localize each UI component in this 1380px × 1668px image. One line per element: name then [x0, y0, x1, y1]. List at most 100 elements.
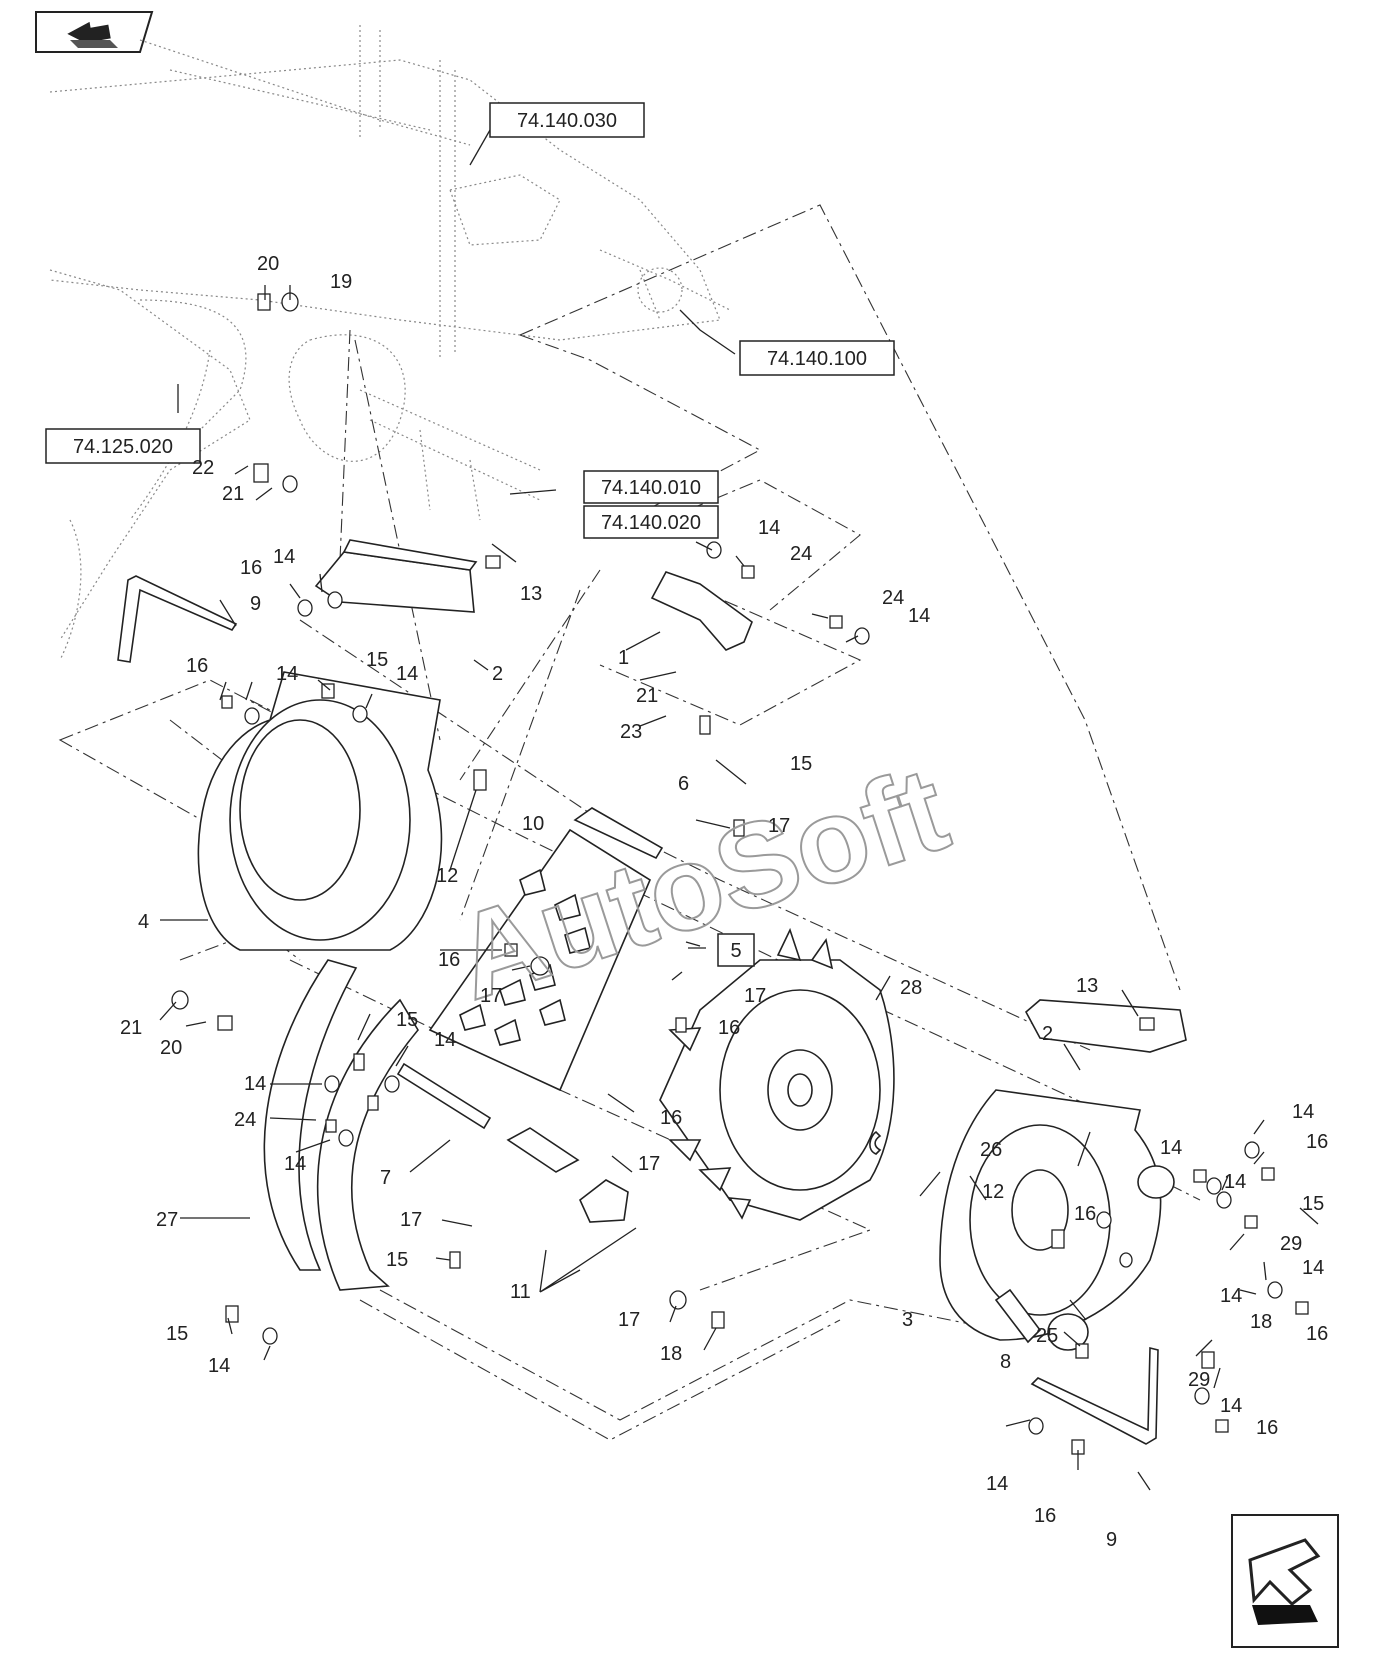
callout: 20 — [160, 1037, 182, 1059]
callout: 14 — [1292, 1101, 1314, 1123]
callout: 17 — [480, 985, 502, 1007]
next-page-arrow-icon[interactable] — [1231, 1514, 1339, 1648]
callout: 2 — [1042, 1023, 1053, 1045]
callout: 4 — [138, 911, 149, 933]
bracket-2-right — [1024, 999, 1187, 1053]
callout: 24 — [882, 587, 904, 609]
prev-page-arrow-icon[interactable] — [35, 11, 154, 53]
guard-1 — [650, 571, 753, 651]
callout: 14 — [758, 517, 780, 539]
callout: 16 — [1256, 1417, 1278, 1439]
callout: 14 — [244, 1073, 266, 1095]
lynch-pin-9-lower — [1030, 1346, 1159, 1445]
reference-box-74-140-100[interactable]: 74.140.100 — [739, 340, 895, 376]
callout: 16 — [240, 557, 262, 579]
callout: 14 — [986, 1473, 1008, 1495]
reference-label: 74.125.020 — [73, 436, 173, 458]
callout: 14 — [208, 1355, 230, 1377]
cover-27-inner — [316, 998, 419, 1291]
callout: 14 — [1224, 1171, 1246, 1193]
callout: 20 — [257, 253, 279, 275]
callout: 17 — [768, 815, 790, 837]
callout: 3 — [902, 1309, 913, 1331]
reference-box-74-140-010[interactable]: 74.140.010 — [583, 470, 719, 504]
reference-label: 74.140.100 — [767, 348, 867, 370]
callout: 16 — [1034, 1505, 1056, 1527]
leader-lines — [159, 129, 1319, 1491]
callout: 14 — [434, 1029, 456, 1051]
callout-numbers: 20 19 22 21 14 16 13 9 2 16 14 15 14 14 … — [120, 253, 1328, 1551]
callout: 17 — [744, 985, 766, 1007]
callout: 21 — [636, 685, 658, 707]
cover-27 — [263, 959, 358, 1271]
callout: 17 — [638, 1153, 660, 1175]
callout: 22 — [192, 457, 214, 479]
callout: 23 — [620, 721, 642, 743]
circlip-26 — [869, 1130, 882, 1155]
reference-label: 74.140.020 — [601, 512, 701, 534]
callout: 26 — [980, 1139, 1002, 1161]
callout: 24 — [790, 543, 812, 565]
callout: 29 — [1188, 1369, 1210, 1391]
callout: 14 — [396, 663, 418, 685]
callout: 1 — [618, 647, 629, 669]
callout: 14 — [908, 605, 930, 627]
callout: 18 — [1250, 1311, 1272, 1333]
callout: 19 — [330, 271, 352, 293]
callout: 16 — [186, 655, 208, 677]
callout: 14 — [1160, 1137, 1182, 1159]
housing-3 — [939, 1089, 1162, 1344]
bracket-2-upper — [314, 539, 478, 613]
callout: 13 — [520, 583, 542, 605]
callout: 25 — [1036, 1325, 1058, 1347]
callout: 21 — [222, 483, 244, 505]
svg-text:AutoSoft: AutoSoft — [439, 741, 962, 1025]
callout: 15 — [790, 753, 812, 775]
callout: 16 — [718, 1017, 740, 1039]
callout: 17 — [400, 1209, 422, 1231]
callout: 2 — [492, 663, 503, 685]
callout: 16 — [1306, 1323, 1328, 1345]
callout: 11 — [510, 1281, 531, 1303]
callout: 28 — [900, 977, 922, 999]
callout: 7 — [380, 1167, 391, 1189]
callout: 10 — [522, 813, 544, 835]
callout: 6 — [678, 773, 689, 795]
shaft-10 — [573, 807, 664, 860]
watermark: AutoSoft — [438, 740, 963, 1026]
callout: 14 — [284, 1153, 306, 1175]
callout: 9 — [1106, 1529, 1117, 1551]
callout: 8 — [1000, 1351, 1011, 1373]
callout: 14 — [276, 663, 298, 685]
plug-29-upper — [1137, 1165, 1175, 1199]
callout: 29 — [1280, 1233, 1302, 1255]
rotor-28 — [659, 927, 895, 1221]
callout: 9 — [250, 593, 261, 615]
reference-box-74-125-020[interactable]: 74.125.020 — [45, 428, 201, 464]
callout: 12 — [982, 1181, 1004, 1203]
pin-7 — [396, 1062, 492, 1130]
callout: 15 — [1302, 1193, 1324, 1215]
reference-label: 5 — [730, 940, 741, 962]
reference-label: 74.140.010 — [601, 477, 701, 499]
callout: 16 — [1074, 1203, 1096, 1225]
hardware-fasteners — [171, 292, 1309, 1455]
lynch-pin-9-upper — [117, 575, 238, 663]
plug-29-lower — [1047, 1313, 1089, 1351]
callout: 13 — [1076, 975, 1098, 997]
callout: 21 — [120, 1017, 142, 1039]
callout: 27 — [156, 1209, 178, 1231]
reference-box-74-140-020[interactable]: 74.140.020 — [583, 505, 719, 539]
callout: 15 — [366, 649, 388, 671]
reference-box-5[interactable]: 5 — [717, 933, 755, 967]
reference-label: 74.140.030 — [517, 110, 617, 132]
callout: 18 — [660, 1343, 682, 1365]
reference-box-74-140-030[interactable]: 74.140.030 — [489, 102, 645, 138]
callout: 14 — [1302, 1257, 1324, 1279]
callout: 17 — [618, 1309, 640, 1331]
callout: 15 — [166, 1323, 188, 1345]
background-frame-ghost — [49, 25, 731, 661]
callout: 14 — [1220, 1285, 1242, 1307]
callout: 24 — [234, 1109, 256, 1131]
